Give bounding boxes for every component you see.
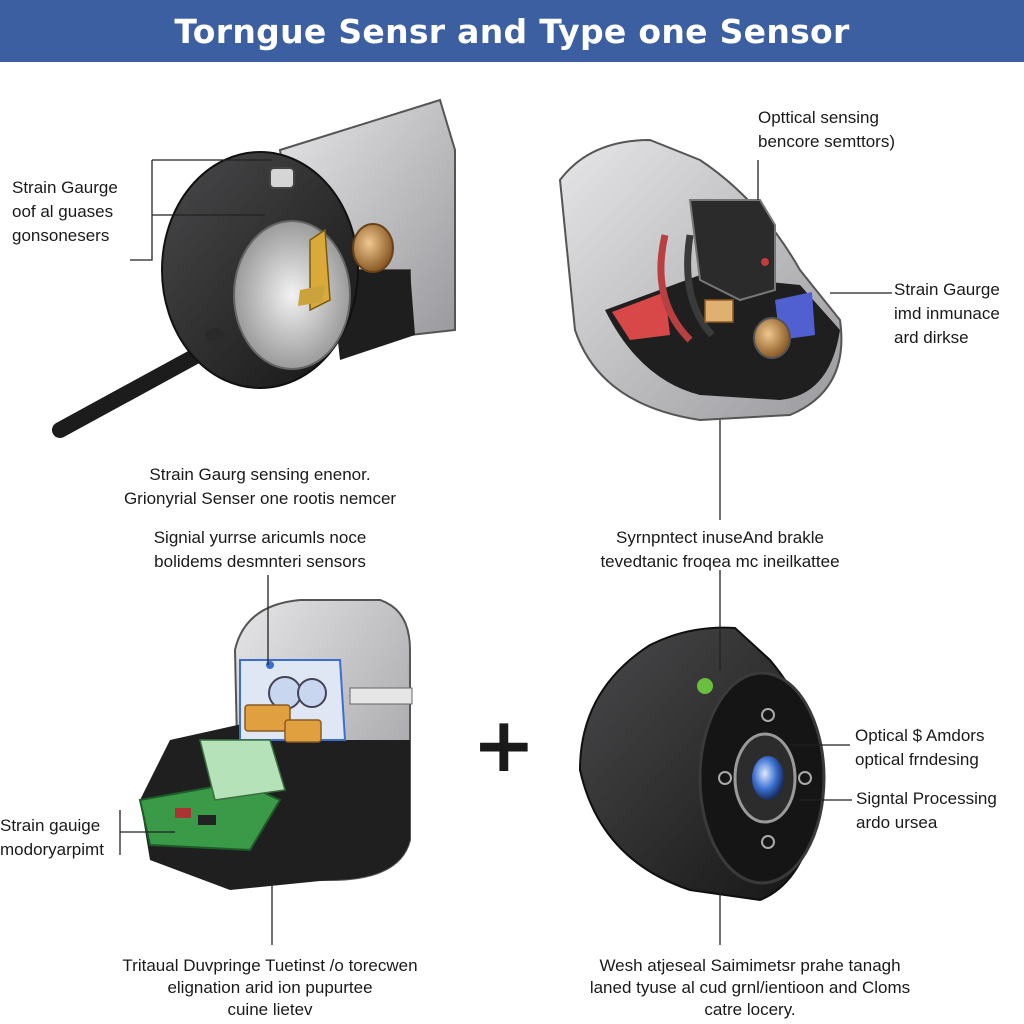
indicator-led (761, 258, 769, 266)
callout-bottom-right-a: Optical $ Amdors optical frndesing (855, 726, 985, 769)
leader-tl-bracket (130, 160, 153, 261)
wire-black (684, 234, 715, 338)
caption-bottom-right: Wesh atjeseal Saimimetsr prahe tanagh la… (589, 956, 911, 1019)
caption-mid-right: Syrnpntect inuseAnd brakle tevedtanic fr… (600, 528, 840, 571)
orange-connector-2 (284, 719, 322, 743)
pcb-chip-red (175, 808, 191, 818)
sensor-coil-1 (268, 676, 302, 710)
top-indicator (266, 661, 274, 669)
orange-connector-1 (244, 704, 291, 732)
green-status-led (697, 678, 713, 694)
sensor-coil-2 (297, 678, 327, 708)
wire-red (657, 234, 693, 343)
connector-block (704, 299, 734, 323)
pcb-module (199, 739, 286, 801)
optical-sensor-head (688, 199, 776, 302)
caption-mid-left: Signial yurrse aricumls noce bolidems de… (153, 528, 367, 571)
brass-bearing (352, 223, 394, 273)
pcb-chip-black (198, 815, 216, 825)
optical-lens (752, 756, 784, 800)
page-title: Torngue Sensr and Type one Sensor (174, 11, 850, 51)
mount-hole-left (718, 771, 732, 785)
caption-top-left: Strain Gaurg sensing enenor. Grionyrial … (123, 465, 397, 508)
leader-lines (119, 159, 892, 945)
callout-top-right-side: Strain Gaurge imd inmunace ard dirkse (894, 280, 1000, 347)
mount-hole-bottom (761, 835, 775, 849)
callout-top-right-top: Opttical sensing bencore semttors) (758, 108, 895, 151)
caption-bottom-left: Tritaual Duvpringe Tuetinst /o torecwen … (122, 956, 418, 1019)
top-right-optical-sensor (558, 138, 843, 422)
callout-bottom-right-b: Signtal Processing ardo ursea (856, 789, 997, 832)
top-screw (269, 167, 295, 189)
housing-label-plate (349, 687, 413, 705)
plus-sign: + (472, 700, 536, 789)
brass-shaft (753, 317, 791, 359)
red-wire-chamber (612, 292, 670, 340)
mount-hole-top (761, 708, 775, 722)
strain-disc (233, 220, 351, 370)
callout-bottom-left-side: Strain gauige modoryarpimt (0, 816, 104, 859)
title-bar: Torngue Sensr and Type one Sensor (0, 0, 1024, 62)
bottom-left-pcb-sensor (138, 599, 413, 890)
callout-top-left-side: Strain Gaurge oof al guases gonsonesers (12, 178, 118, 245)
bottom-right-optical-lens-sensor (578, 626, 826, 902)
mount-hole-right (798, 771, 812, 785)
top-left-strain-gauge-sensor (52, 98, 456, 438)
cable-gland (205, 328, 225, 342)
leader-bl-side (119, 810, 175, 855)
gauge-terminal (298, 285, 325, 306)
